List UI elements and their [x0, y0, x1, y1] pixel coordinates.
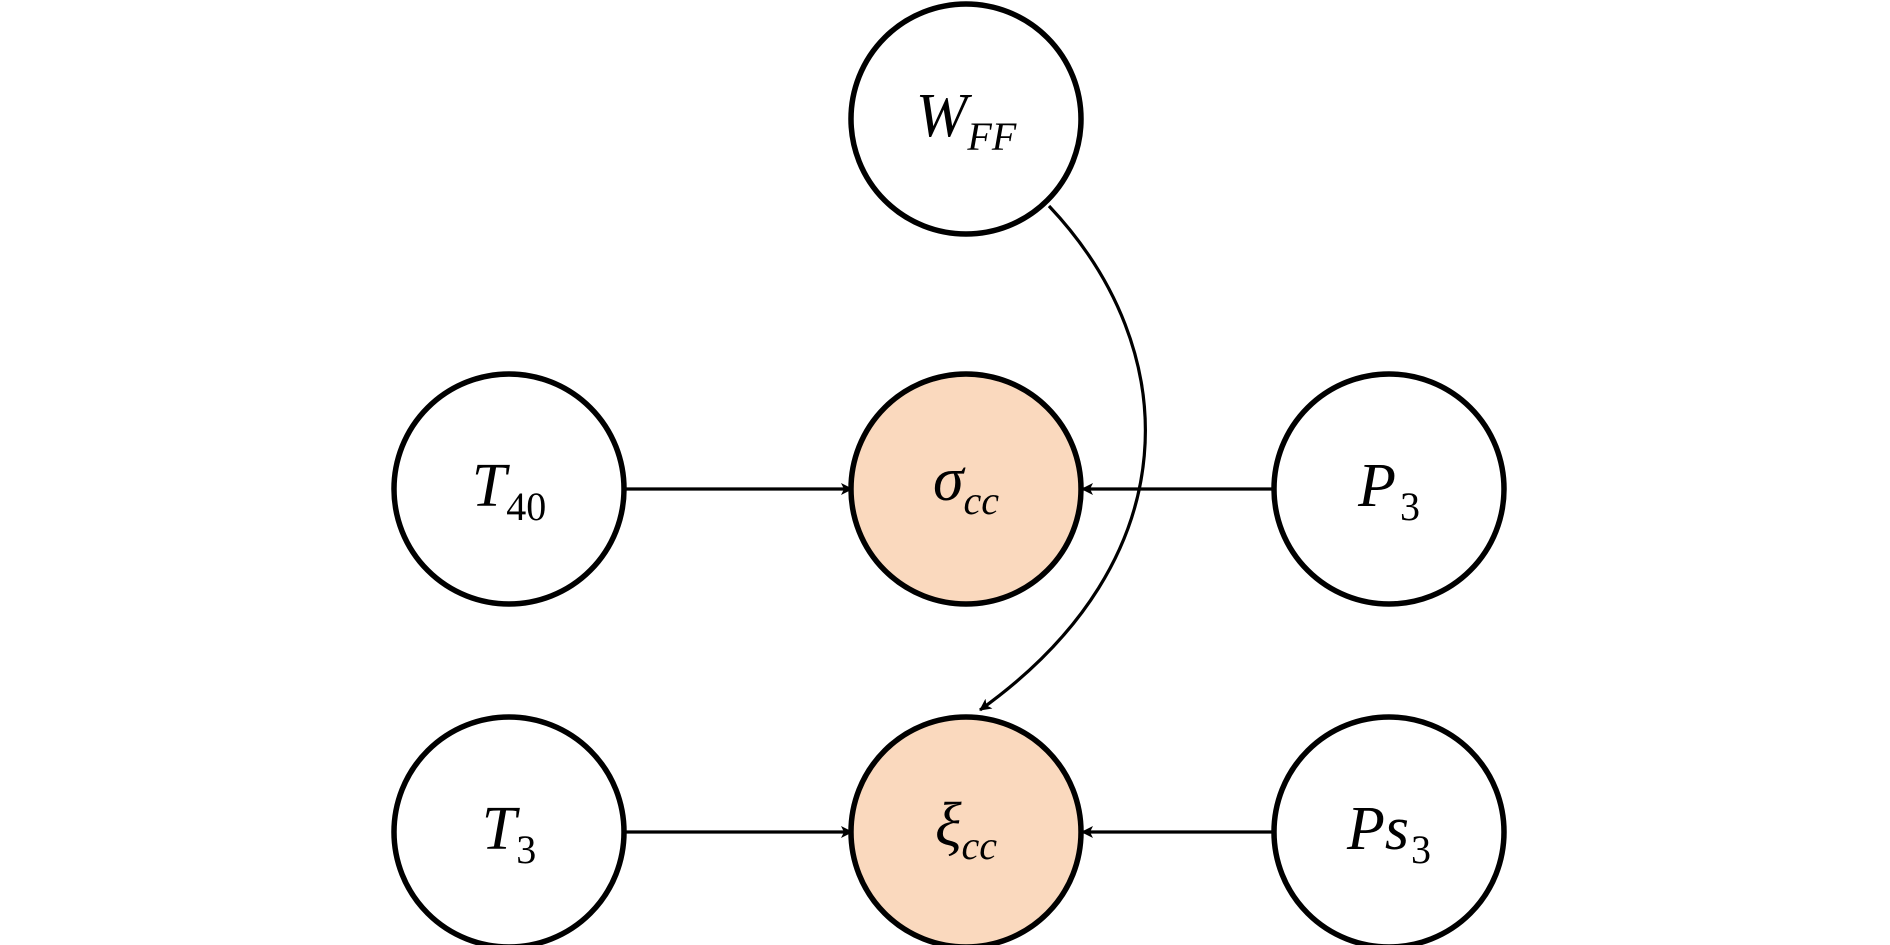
svg-text:Ps3: Ps3: [1346, 795, 1431, 872]
node-ps-3-subscript: 3: [1411, 827, 1431, 872]
node-t-3-circle: [391, 714, 627, 945]
node-sigma-cc-subscript: cc: [964, 478, 1000, 523]
node-xi-cc-circle: [848, 714, 1084, 945]
svg-text:WFF: WFF: [916, 82, 1017, 159]
node-xi-cc: ξcc: [848, 714, 1084, 945]
node-w-ff-subscript: FF: [966, 114, 1016, 159]
node-ps-3-circle: [1271, 714, 1507, 945]
node-sigma-cc: σcc: [848, 371, 1084, 607]
svg-text:ξcc: ξcc: [935, 791, 997, 868]
node-t-40-subscript: 40: [506, 484, 546, 529]
node-p-3-circle: [1271, 371, 1507, 607]
node-w-ff: WFF: [848, 1, 1084, 237]
node-t-40-symbol: T: [472, 452, 511, 520]
node-p-3-symbol: P: [1357, 452, 1396, 520]
svg-text:P3: P3: [1357, 452, 1420, 529]
svg-text:T40: T40: [472, 452, 546, 529]
node-xi-cc-symbol: ξ: [935, 791, 962, 859]
node-w-ff-circle: [848, 1, 1084, 237]
node-sigma-cc-symbol: σ: [933, 446, 966, 514]
node-t-3: T3: [391, 714, 627, 945]
node-t-3-subscript: 3: [516, 827, 536, 872]
edge-wff-to-xi: [979, 204, 1147, 712]
node-ps-3: Ps3: [1271, 714, 1507, 945]
node-t-40-circle: [391, 371, 627, 607]
node-t-40: T40: [391, 371, 627, 607]
node-sigma-cc-circle: [848, 371, 1084, 607]
svg-text:σcc: σcc: [933, 446, 999, 523]
node-p-3-subscript: 3: [1400, 484, 1420, 529]
node-w-ff-symbol: W: [916, 82, 973, 150]
node-t-3-symbol: T: [482, 795, 521, 863]
node-ps-3-symbol: Ps: [1346, 795, 1409, 863]
node-xi-cc-subscript: cc: [962, 823, 998, 868]
svg-text:T3: T3: [482, 795, 536, 872]
